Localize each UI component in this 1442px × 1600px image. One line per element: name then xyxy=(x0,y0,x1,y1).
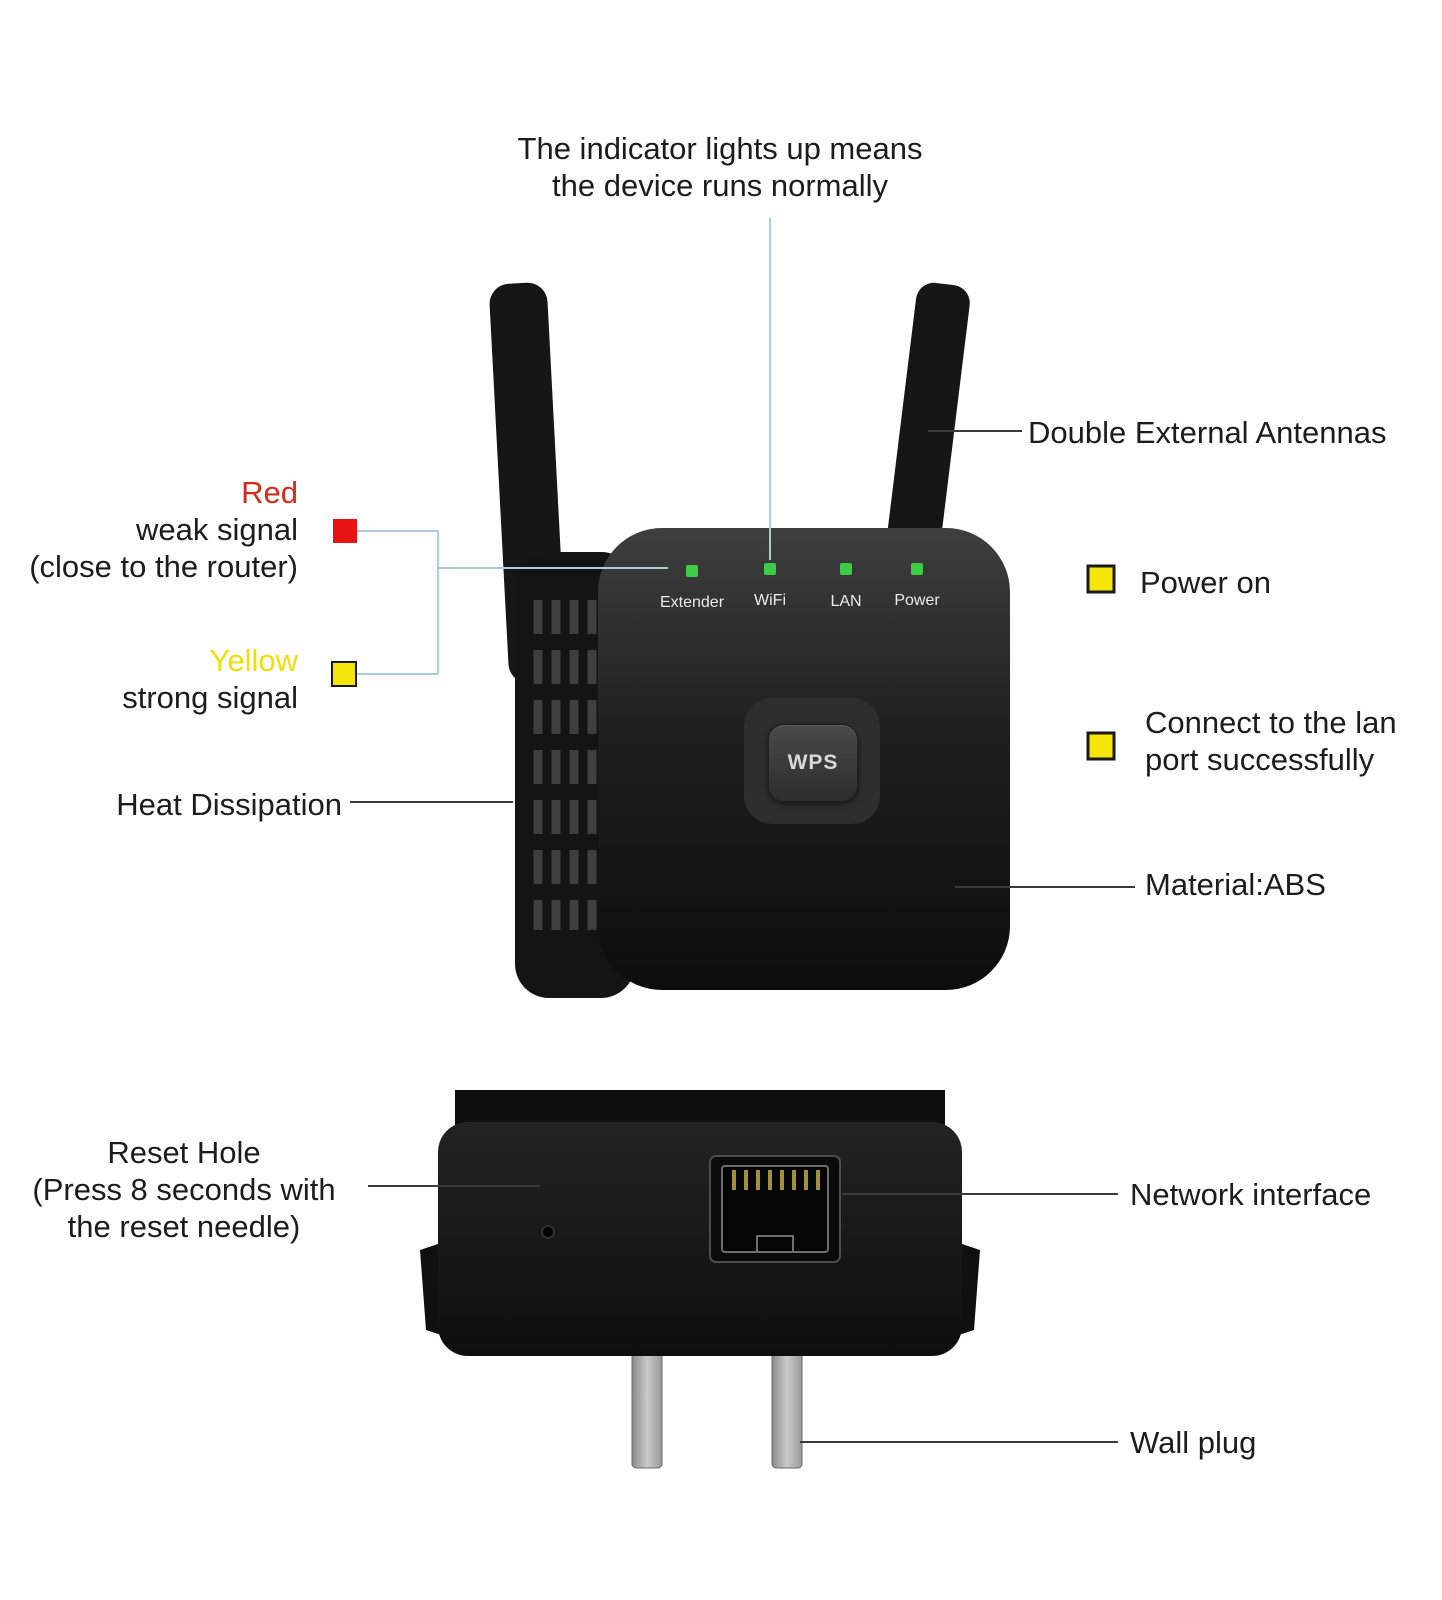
power-on-label: Power on xyxy=(1140,565,1271,600)
power-led-label: Power xyxy=(894,592,940,609)
red-signal-title: Red xyxy=(241,475,298,510)
wps-button: WPS xyxy=(768,724,858,802)
extender-top-view xyxy=(489,282,1010,998)
extender-bottom-view xyxy=(420,1090,980,1469)
indicator-note: The indicator lights up means the device… xyxy=(400,130,1040,204)
indicator-note-line2: the device runs normally xyxy=(552,168,888,203)
yellow-indicator-square-power xyxy=(1086,564,1116,594)
lan-success-line1: Connect to the lan xyxy=(1145,705,1397,740)
lan-success-line2: port successfully xyxy=(1145,742,1375,777)
network-port xyxy=(709,1155,841,1263)
reset-hole xyxy=(541,1225,555,1239)
heat-vents xyxy=(533,600,597,930)
rj45-pins xyxy=(732,1170,820,1190)
yellow-signal-line1: strong signal xyxy=(122,680,298,715)
power-led xyxy=(911,563,923,575)
reset-hole-line1: Reset Hole xyxy=(107,1135,261,1170)
lan-success-note: Connect to the lan port successfully xyxy=(1145,704,1397,778)
wall-plug-label: Wall plug xyxy=(1130,1425,1257,1460)
bottom-view-body xyxy=(438,1122,962,1356)
red-signal-line2: (close to the router) xyxy=(29,549,298,584)
lan-led-label: LAN xyxy=(830,593,862,610)
indicator-note-line1: The indicator lights up means xyxy=(517,131,923,166)
network-interface-label: Network interface xyxy=(1130,1177,1372,1212)
red-signal-note: Red weak signal (close to the router) xyxy=(0,474,298,585)
callout-lines xyxy=(350,218,1135,1443)
right-antenna xyxy=(886,282,970,564)
wifi-led-label: WiFi xyxy=(754,592,786,609)
heat-dissipation-label: Heat Dissipation xyxy=(116,787,342,822)
red-indicator-square xyxy=(333,519,357,543)
lan-led xyxy=(840,563,852,575)
yellow-signal-title: Yellow xyxy=(209,643,298,678)
yellow-signal-note: Yellow strong signal xyxy=(0,642,298,716)
reset-hole-line2: (Press 8 seconds with xyxy=(32,1172,336,1207)
rj45-notch xyxy=(756,1235,794,1253)
wall-plug-prong-left xyxy=(631,1339,663,1469)
yellow-indicator-square-lan xyxy=(1086,731,1116,761)
wall-plug-prong-right xyxy=(771,1339,803,1469)
status-leds xyxy=(686,563,923,577)
reset-hole-line3: the reset needle) xyxy=(67,1209,301,1244)
extender-led-label: Extender xyxy=(659,594,725,611)
extender-led xyxy=(686,565,698,577)
wifi-led xyxy=(764,563,776,575)
material-label: Material:ABS xyxy=(1145,867,1326,902)
antennas-label: Double External Antennas xyxy=(1028,415,1387,450)
red-signal-line1: weak signal xyxy=(136,512,298,547)
yellow-indicator-square-left xyxy=(331,661,357,687)
reset-hole-note: Reset Hole (Press 8 seconds with the res… xyxy=(0,1134,368,1245)
